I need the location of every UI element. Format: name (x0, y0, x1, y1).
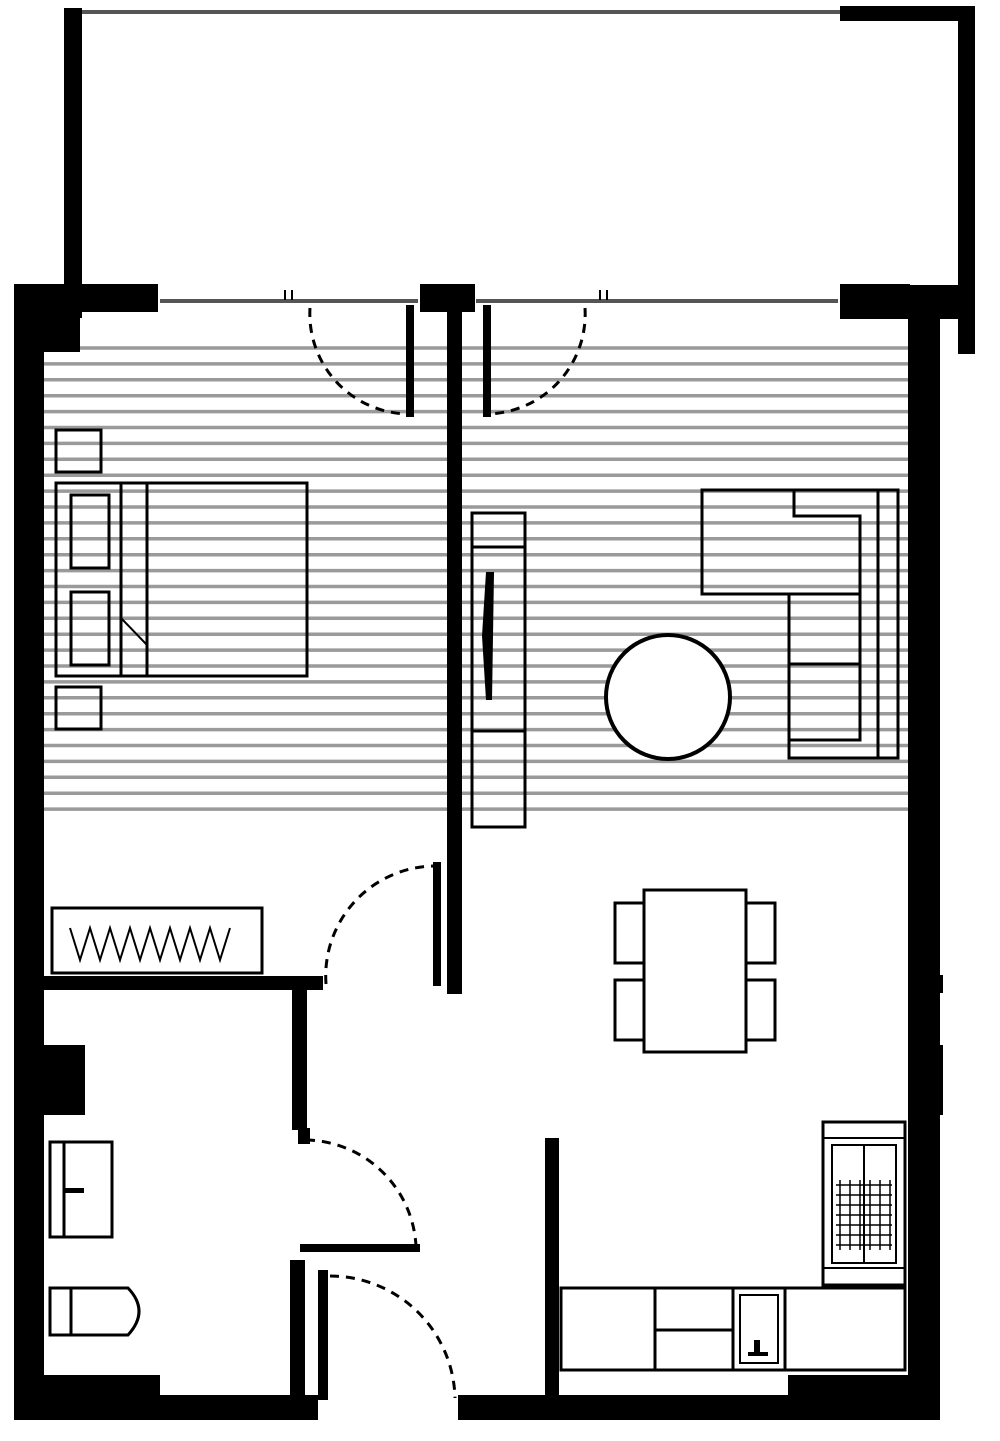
living-balcony-door[interactable] (483, 305, 587, 417)
balcony-windows (160, 290, 838, 303)
kitchen-counter (559, 1286, 907, 1372)
round-coffee-table (604, 633, 732, 761)
toilet (48, 1286, 141, 1337)
dining-chair (613, 978, 646, 1042)
stove-grate (836, 1180, 892, 1250)
dining-chair (744, 901, 777, 965)
bathroom-vanity (48, 1140, 114, 1239)
bedroom-balcony-door[interactable] (308, 305, 414, 417)
dining-table (642, 888, 748, 1054)
nightstand (54, 428, 103, 474)
entry-door[interactable] (329, 1274, 457, 1399)
l-shaped-sofa (700, 488, 900, 760)
walls (14, 284, 943, 1420)
bedroom-door[interactable] (324, 862, 441, 986)
floor-hatching (44, 346, 908, 811)
kitchen-sink (739, 1294, 779, 1364)
nightstand (54, 685, 103, 731)
tv-unit (470, 511, 527, 829)
bathroom-door[interactable] (298, 1128, 418, 1247)
double-bed (54, 481, 309, 678)
refrigerator (821, 1120, 907, 1287)
dining-chair (744, 978, 777, 1042)
wardrobe (50, 906, 264, 975)
dining-chair (613, 901, 646, 965)
balcony (64, 6, 975, 354)
